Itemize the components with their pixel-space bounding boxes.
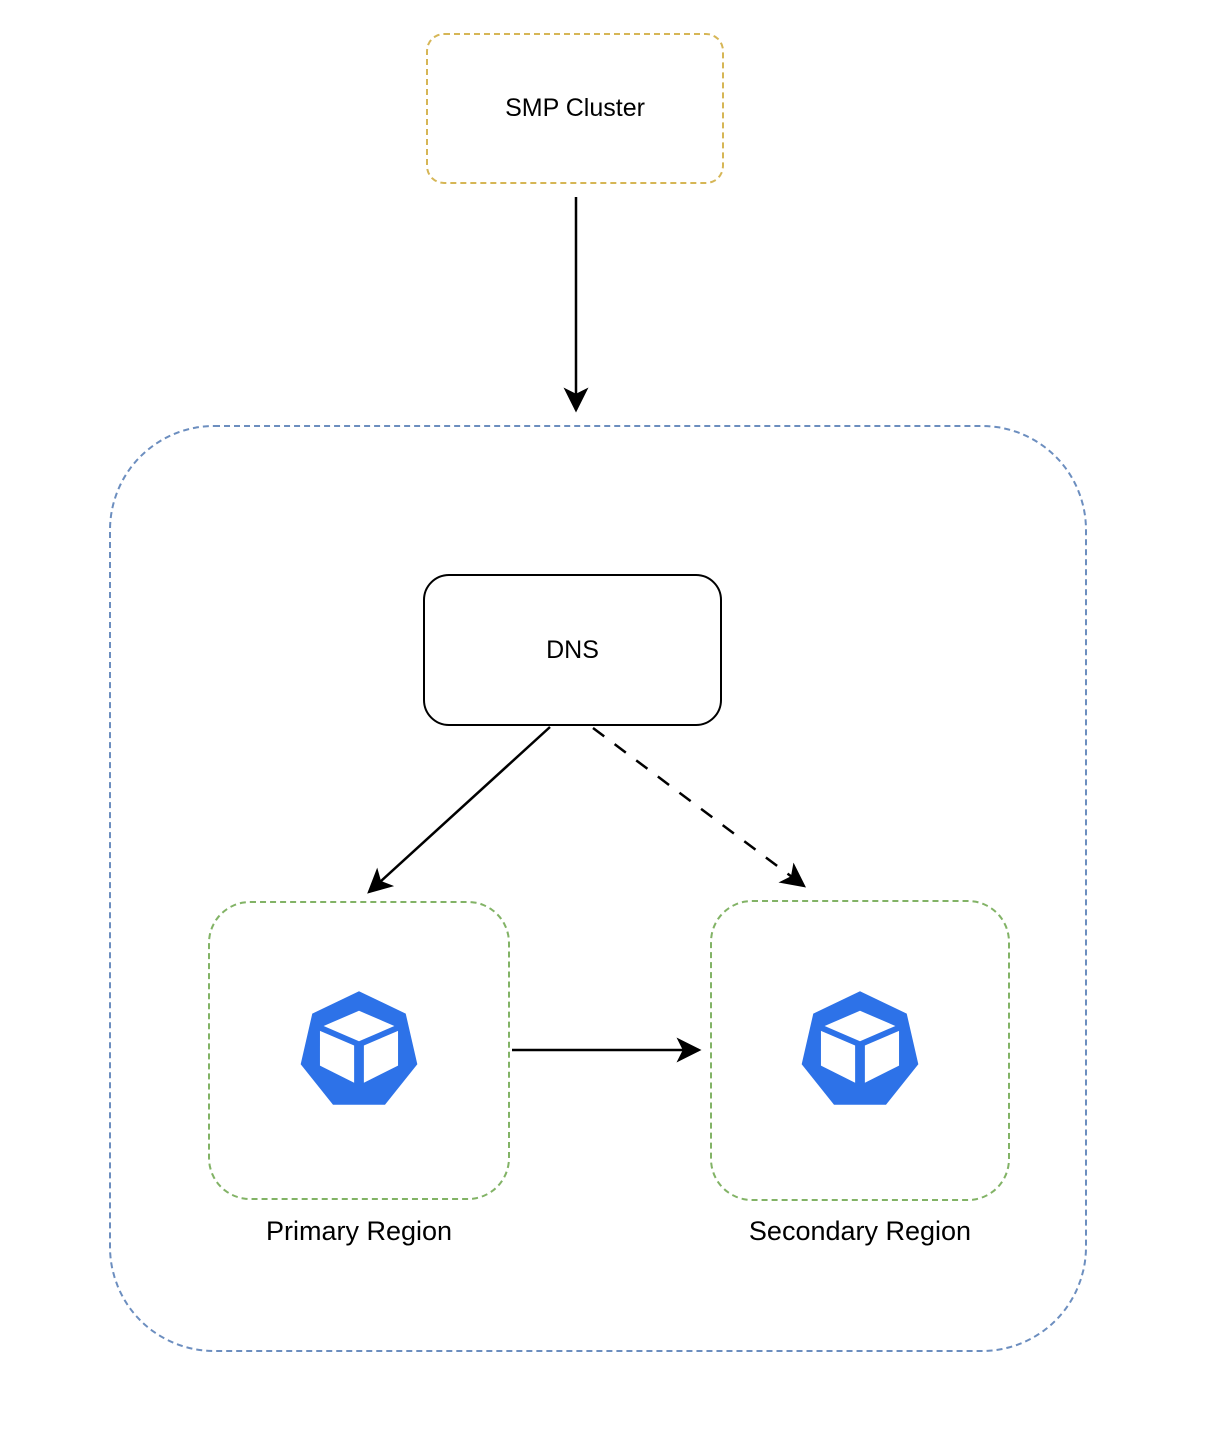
- cluster-boundary: [109, 425, 1087, 1352]
- node-smp-cluster: SMP Cluster: [426, 33, 724, 184]
- node-primary-region: [208, 901, 510, 1200]
- secondary-region-label: Secondary Region: [748, 1216, 972, 1246]
- kubernetes-node-icon: [801, 990, 919, 1105]
- node-smp-cluster-label: SMP Cluster: [505, 94, 645, 122]
- node-secondary-region: [710, 900, 1010, 1201]
- node-dns-label: DNS: [546, 635, 599, 664]
- node-dns: DNS: [423, 574, 722, 726]
- primary-region-label: Primary Region: [265, 1216, 453, 1246]
- kubernetes-node-icon: [300, 990, 418, 1105]
